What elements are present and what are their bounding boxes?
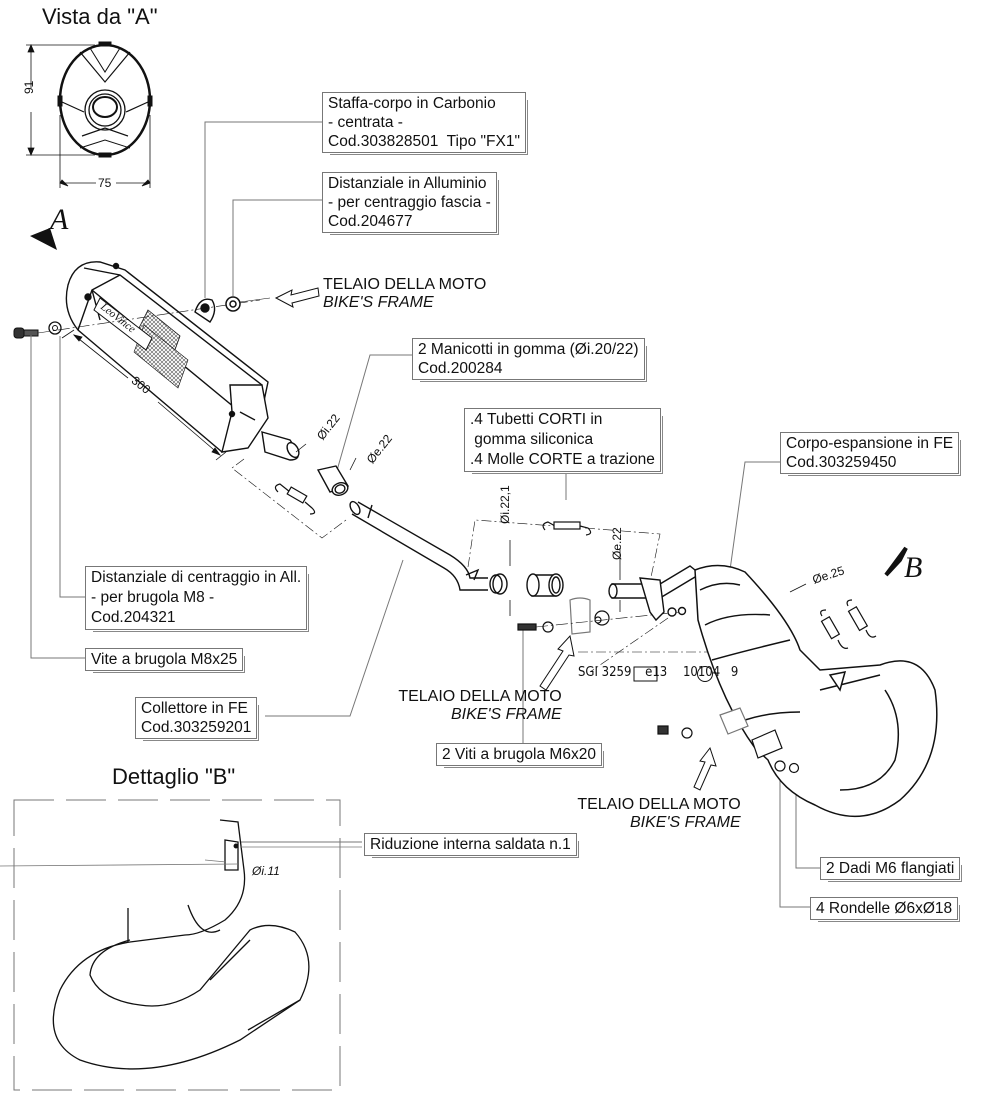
- callout-line: Cod.303259201: [141, 719, 252, 736]
- callout-riduzione-interna: Riduzione interna saldata n.1: [364, 833, 577, 856]
- end-cap-view-a: [57, 41, 153, 158]
- callout-line: Staffa-corpo in Carbonio: [328, 95, 496, 112]
- silencer-length-dimension: [61, 329, 227, 461]
- callout-viti-m6: 2 Viti a brugola M6x20: [436, 743, 602, 766]
- callout-line: .4 Tubetti CORTI in: [470, 411, 603, 428]
- view-b-arrow-marker: [884, 546, 908, 577]
- frame-label-en: BIKE'S FRAME: [451, 706, 562, 723]
- callout-line: 4 Rondelle Ø6xØ18: [816, 900, 953, 917]
- spring-silencer: [274, 483, 316, 515]
- detail-b-expansion-curve: [52, 819, 310, 1070]
- view-a-width-dimension: 75: [98, 176, 112, 190]
- frame-label-en: BIKE'S FRAME: [630, 814, 741, 831]
- dimension-lines-view-a: [26, 43, 151, 188]
- detail-b-frame: [13, 799, 341, 1091]
- e13-mark-box: [633, 666, 658, 682]
- callout-line: .4 Molle CORTE a trazione: [470, 451, 655, 468]
- callout-line: Riduzione interna saldata n.1: [370, 836, 571, 853]
- view-a-height-dimension: 91: [22, 80, 36, 94]
- callout-line: Vite a brugola M8x25: [91, 651, 238, 668]
- callout-line: Corpo-espansione in FE: [786, 435, 954, 452]
- frame-label-it: TELAIO DELLA MOTO: [323, 276, 487, 293]
- frame-bracket-middle: [517, 597, 610, 635]
- callout-line: 2 Viti a brugola M6x20: [442, 746, 596, 763]
- homologation-e-mark: e13: [645, 665, 668, 680]
- callout-corpo-espansione: Corpo-espansione in FE Cod.303259450: [780, 432, 960, 474]
- detail-inner-diameter: Øi.11: [252, 864, 280, 878]
- frame-label-it: TELAIO DELLA MOTO: [577, 796, 741, 813]
- frame-label-bottom: TELAIO DELLA MOTO BIKE'S FRAME: [572, 796, 741, 832]
- dash-dot-guides: [231, 458, 720, 673]
- frame-arrow-1: [274, 287, 320, 308]
- callout-line: - centrata -: [328, 114, 403, 131]
- callout-line: 2 Dadi M6 flangiati: [826, 860, 955, 877]
- callout-line: Cod.200284: [418, 360, 503, 377]
- homologation-number: 10104: [682, 665, 721, 680]
- chamber-mounts: [657, 707, 800, 774]
- frame-label-en: BIKE'S FRAME: [323, 294, 434, 311]
- frame-label-it: TELAIO DELLA MOTO: [398, 688, 562, 705]
- callout-tubetti-molle: .4 Tubetti CORTI in gomma siliconica .4 …: [464, 408, 661, 472]
- rubber-sleeve-2: [526, 573, 564, 597]
- silencer: LeoVince: [65, 261, 300, 461]
- expansion-chamber: [694, 564, 938, 817]
- callout-line: Distanziale di centraggio in All.: [91, 569, 302, 586]
- pipe-dimension-marks: [295, 443, 807, 616]
- callout-line: - per brugola M8 -: [91, 589, 215, 606]
- rubber-sleeve-1: [316, 465, 350, 496]
- callout-vite-m8: Vite a brugola M8x25: [85, 648, 244, 671]
- header-inner-diameter: Øi.22,1: [498, 485, 512, 524]
- view-a-arrow-marker: [30, 228, 57, 250]
- homologation-code: SGI 3259: [578, 665, 632, 680]
- callout-line: - per centraggio fascia -: [328, 194, 491, 211]
- callout-line: Distanziale in Alluminio: [328, 175, 487, 192]
- detail-b-dimension: [0, 846, 362, 867]
- header-pipe: [349, 500, 508, 595]
- callout-line: Cod.204321: [91, 609, 176, 626]
- callout-dadi-m6: 2 Dadi M6 flangiati: [820, 857, 961, 880]
- callout-manicotti: 2 Manicotti in gomma (Øi.20/22) Cod.2002…: [412, 338, 645, 380]
- callout-distanziale-centraggio: Distanziale di centraggio in All. - per …: [85, 566, 308, 630]
- callout-line: Cod.303259450: [786, 454, 897, 471]
- chamber-inlet-outer-diameter: Øe.22: [610, 527, 624, 560]
- callout-line: 2 Manicotti in gomma (Øi.20/22): [418, 341, 639, 358]
- spring-middle: [542, 521, 592, 536]
- frame-label-middle: TELAIO DELLA MOTO BIKE'S FRAME: [395, 688, 562, 724]
- frame-label-top: TELAIO DELLA MOTO BIKE'S FRAME: [323, 276, 486, 312]
- callout-staffa-corpo: Staffa-corpo in Carbonio - centrata - Co…: [322, 92, 526, 153]
- homologation-marking: SGI 3259 e13 10104 9: [578, 665, 738, 680]
- homologation-circled-number: 9: [730, 665, 739, 680]
- detail-b-title: Dettaglio "B": [112, 764, 236, 789]
- view-b-marker-letter: B: [904, 551, 923, 584]
- washer-frame: [225, 296, 241, 312]
- bolt-m8: [13, 321, 62, 339]
- frame-arrow-2: [539, 634, 575, 691]
- springs-chamber-outlet: [820, 599, 877, 649]
- callout-collettore: Collettore in FE Cod.303259201: [135, 697, 258, 739]
- callout-line: Cod.303828501 Tipo "FX1": [328, 133, 520, 150]
- callout-distanziale-alluminio: Distanziale in Alluminio - per centraggi…: [322, 172, 497, 233]
- circled-number: [697, 666, 713, 682]
- frame-arrow-3: [693, 746, 717, 791]
- callout-rondelle: 4 Rondelle Ø6xØ18: [810, 897, 959, 920]
- callout-line: gomma siliconica: [470, 431, 594, 448]
- chamber-inlet-pipe: [608, 565, 702, 622]
- callout-line: Cod.204677: [328, 213, 413, 230]
- view-a-title: Vista da "A": [42, 4, 158, 29]
- view-a-marker-letter: A: [50, 203, 69, 236]
- callout-line: Collettore in FE: [141, 700, 248, 717]
